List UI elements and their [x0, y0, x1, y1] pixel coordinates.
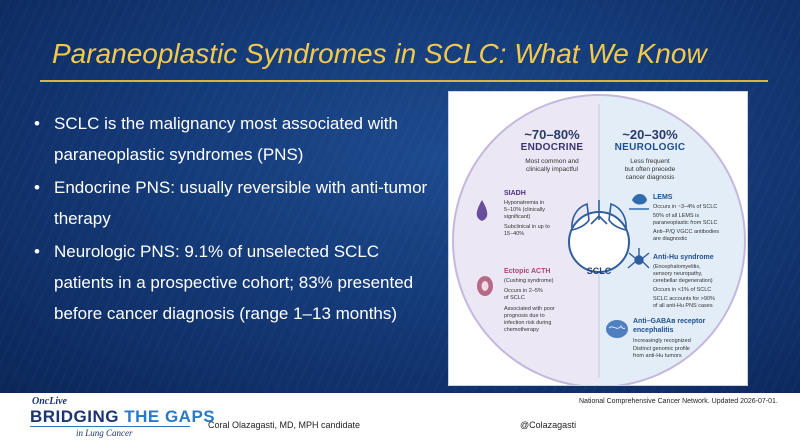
acth-line: chemotherapy	[504, 327, 539, 333]
citation-text: National Comprehensive Cancer Network. U…	[579, 398, 778, 405]
endocrine-percent: ~70–80%	[524, 127, 580, 142]
logo-word-bridging: BRIDGING	[30, 407, 119, 426]
acth-title: Ectopic ACTH	[504, 268, 551, 275]
logo-underline	[30, 426, 190, 427]
pns-infographic: ~70–80% ENDOCRINE Most common and clinic…	[448, 91, 748, 386]
onclive-logo: OncLive	[32, 396, 67, 407]
endocrine-subtitle-2: clinically impactful	[525, 166, 579, 173]
gaba-line: Increasingly recognized	[633, 338, 691, 344]
infographic-graphic	[452, 94, 746, 385]
lems-line: are diagnostic	[653, 236, 688, 242]
siadh-line: Subclinical in up to	[504, 224, 550, 230]
acth-line: (Cushing syndrome)	[504, 278, 554, 284]
acth-line: infection risk during	[504, 320, 552, 326]
siadh-icon	[476, 200, 488, 221]
presenter-name: Coral Olazagasti, MD, MPH candidate	[208, 420, 361, 430]
neurologic-percent: ~20–30%	[622, 127, 678, 142]
bridging-the-gaps-logo: BRIDGING THE GAPS	[30, 407, 215, 427]
acth-line: prognosis due to	[504, 313, 545, 319]
bullet-item: Endocrine PNS: usually reversible with a…	[32, 172, 432, 234]
center-circle	[568, 211, 630, 273]
siadh-line: Hyponatremia in	[504, 200, 545, 206]
lems-line: Occurs in ~3–4% of SCLC	[653, 204, 718, 210]
neurologic-label: NEUROLOGIC	[614, 142, 686, 153]
neurologic-half	[599, 95, 745, 385]
gaba-line: from anti-Hu tumors	[633, 353, 682, 359]
footer-bar	[0, 393, 800, 447]
gaba-title: Anti–GABAʙ receptor	[633, 318, 706, 325]
endocrine-subtitle-1: Most common and	[525, 158, 579, 165]
siadh-line: 5–10% (clinically	[504, 207, 545, 213]
siadh-title: SIADH	[504, 190, 526, 197]
social-handle: @Colazagasti	[520, 420, 577, 430]
gaba-line: Distinct genomic profile	[633, 346, 690, 352]
brain-icon	[606, 320, 628, 338]
acth-line: Associated with poor	[504, 306, 555, 312]
bullet-list: SCLC is the malignancy most associated w…	[32, 108, 432, 331]
anti-hu-line: cerebellar degeneration)	[653, 278, 713, 284]
anti-hu-line: SCLC accounts for >90%	[653, 296, 715, 302]
title-underline	[40, 80, 768, 82]
endocrine-label: ENDOCRINE	[520, 142, 584, 153]
anti-hu-line: (Encephalomyelitis,	[653, 264, 701, 270]
endocrine-half	[453, 95, 599, 385]
outer-ring	[452, 94, 746, 385]
neuron-icon	[627, 248, 650, 269]
anti-hu-line: sensory neuropathy,	[653, 271, 703, 277]
logo-word-the-gaps: THE GAPS	[124, 407, 216, 426]
bullet-item: Neurologic PNS: 9.1% of unselected SCLC …	[32, 236, 432, 329]
lungs-icon	[571, 200, 627, 231]
siadh-line: 15–40%	[504, 231, 525, 237]
adrenal-icon	[477, 276, 493, 296]
lems-title: LEMS	[653, 194, 673, 201]
neurologic-subtitle-1: Less frequent	[630, 158, 670, 165]
anti-hu-line: Occurs in <1% of SCLC	[653, 287, 712, 293]
acth-line: of SCLC	[504, 295, 525, 301]
siadh-line: significant)	[504, 214, 531, 220]
muscle-icon	[629, 194, 649, 210]
acth-line: Occurs in 2–5%	[504, 288, 543, 294]
anti-hu-line: of all anti-Hu PNS cases	[653, 303, 713, 309]
gaba-title: encephalitis	[633, 327, 674, 334]
center-label: SCLC	[586, 266, 612, 276]
logo-tagline: in Lung Cancer	[76, 428, 133, 438]
lems-line: Anti–P/Q VGCC antibodies	[653, 229, 720, 235]
neurologic-subtitle-3: cancer diagnosis	[625, 174, 675, 181]
lems-line: paraneoplastic from SCLC	[653, 220, 718, 226]
bullet-item: SCLC is the malignancy most associated w…	[32, 108, 432, 170]
lems-line: 50% of all LEMS is	[653, 213, 700, 219]
neurologic-subtitle-2: but often precede	[624, 166, 676, 173]
anti-hu-title: Anti-Hu syndrome	[653, 254, 714, 261]
slide-title: Paraneoplastic Syndromes in SCLC: What W…	[52, 38, 707, 69]
